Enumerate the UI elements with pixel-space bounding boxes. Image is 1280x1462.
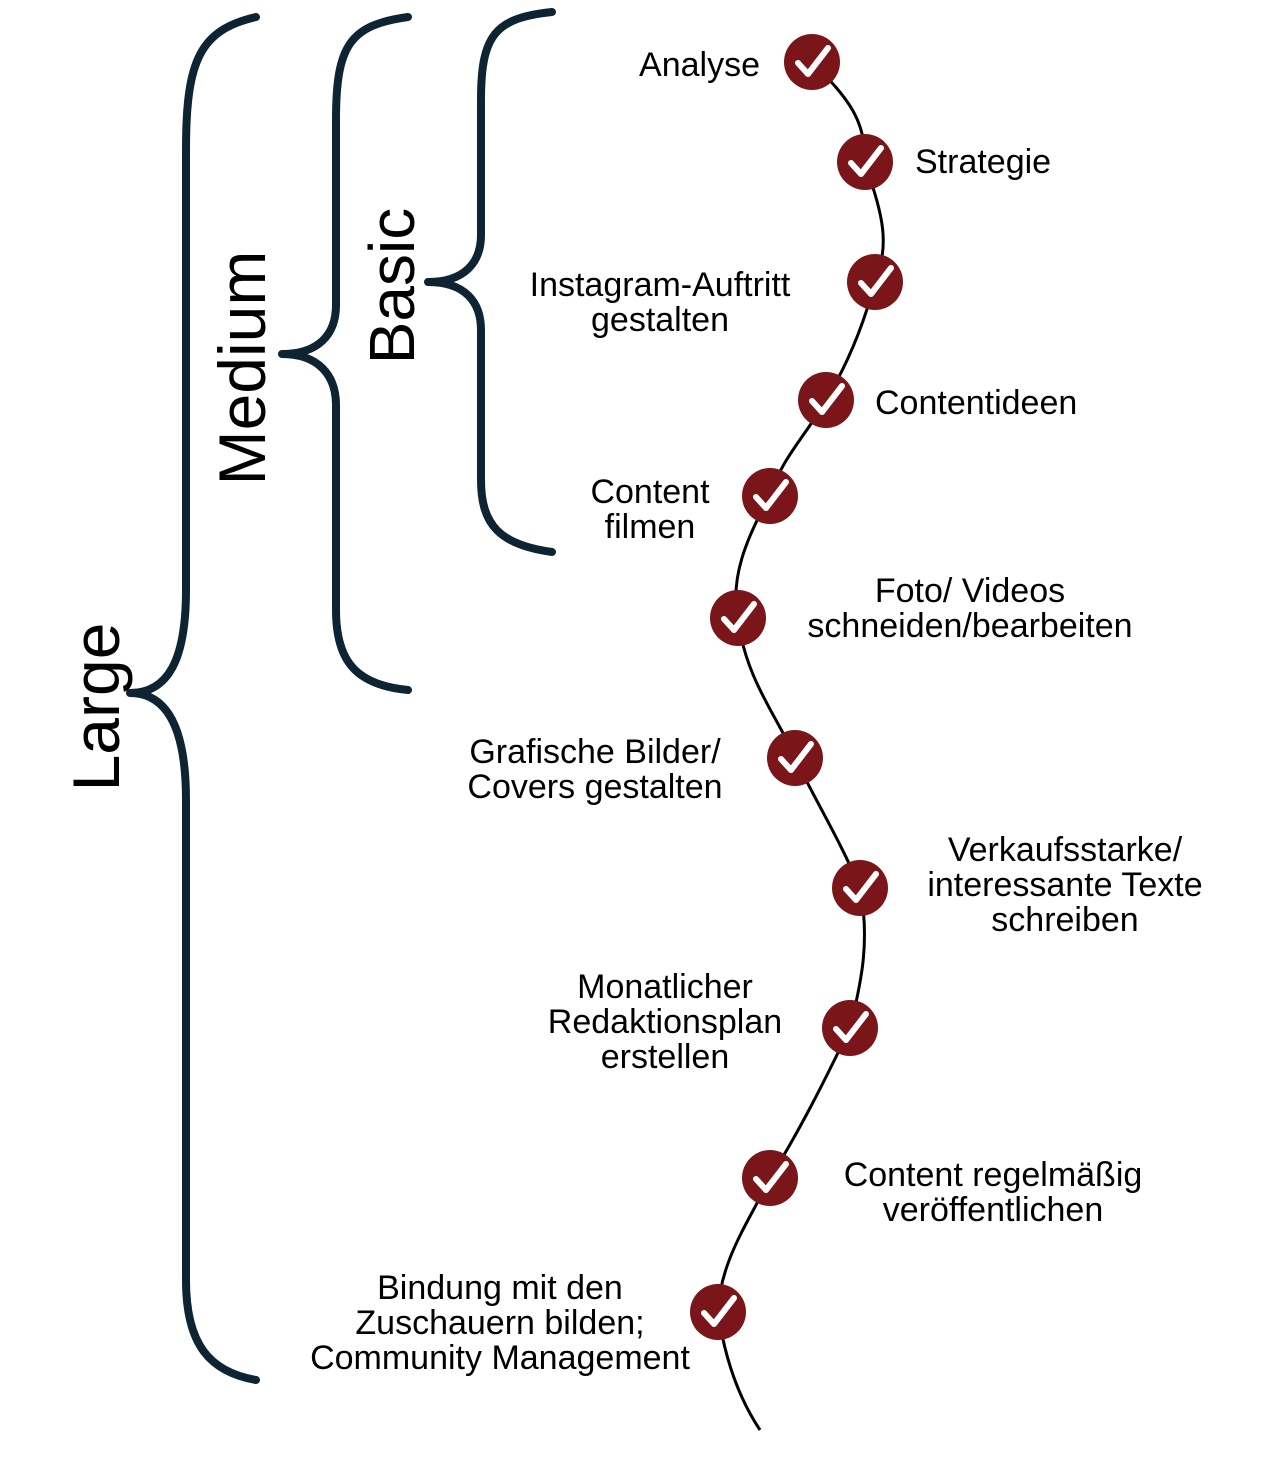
- checkmark-icon: [753, 479, 789, 511]
- step-label-line: Strategie: [915, 143, 1051, 181]
- checkpoint-circle: [767, 730, 823, 786]
- checkpoint-redaktionsplan: [822, 1000, 878, 1056]
- step-label-line: veröffentlichen: [883, 1191, 1104, 1229]
- checkpoint-circle: [847, 254, 903, 310]
- checkmark-icon: [795, 45, 831, 77]
- step-label-line: Analyse: [639, 46, 760, 84]
- checkpoint-circle: [710, 590, 766, 646]
- checkpoint-schneiden: [710, 590, 766, 646]
- step-label-line: erstellen: [601, 1038, 730, 1076]
- step-label-line: Contentideen: [875, 384, 1077, 422]
- checkpoint-analyse: [784, 34, 840, 90]
- tier-label-basic: Basic: [356, 208, 428, 365]
- checkpoint-community: [690, 1284, 746, 1340]
- tier-label-large: Large: [59, 623, 133, 792]
- checkpoint-veroeffentlichen: [742, 1150, 798, 1206]
- checkpoint-circle: [742, 1150, 798, 1206]
- step-label-line: Foto/ Videos: [875, 572, 1065, 610]
- checkmark-icon: [848, 145, 884, 177]
- step-label-contentideen: Contentideen: [875, 384, 1077, 422]
- step-label-line: Content: [590, 473, 710, 511]
- checkmark-icon: [833, 1011, 869, 1043]
- step-label-line: Monatlicher: [577, 968, 753, 1006]
- checkpoint-filmen: [742, 468, 798, 524]
- step-label-line: Grafische Bilder/: [469, 733, 721, 771]
- step-label-line: gestalten: [591, 301, 729, 339]
- step-label-line: Redaktionsplan: [548, 1003, 782, 1041]
- checkmark-icon: [753, 1161, 789, 1193]
- checkmark-icon: [701, 1295, 737, 1327]
- step-label-line: Zuschauern bilden;: [355, 1304, 644, 1342]
- checkpoint-contentideen: [798, 372, 854, 428]
- step-label-line: Covers gestalten: [467, 768, 722, 806]
- tier-label-medium: Medium: [205, 251, 279, 486]
- checkmark-icon: [721, 601, 757, 633]
- step-label-strategie: Strategie: [915, 143, 1051, 181]
- checkmark-icon: [778, 741, 814, 773]
- checkpoint-texte: [832, 860, 888, 916]
- checkmark-icon: [809, 383, 845, 415]
- step-label-analyse: Analyse: [639, 46, 760, 84]
- checkpoint-circle: [832, 860, 888, 916]
- checkpoints: [690, 34, 903, 1340]
- step-label-line: schneiden/bearbeiten: [807, 607, 1132, 645]
- checkpoint-strategie: [837, 134, 893, 190]
- checkpoint-circle: [742, 468, 798, 524]
- checkpoint-circle: [798, 372, 854, 428]
- large-brace: [126, 13, 260, 1384]
- step-label-grafik: Grafische Bilder/Covers gestalten: [467, 733, 722, 806]
- step-label-line: Content regelmäßig: [844, 1156, 1143, 1194]
- checkpoint-circle: [822, 1000, 878, 1056]
- step-label-line: schreiben: [991, 901, 1138, 939]
- step-label-line: Community Management: [310, 1339, 690, 1377]
- checkmark-icon: [843, 871, 879, 903]
- step-label-line: interessante Texte: [927, 866, 1202, 904]
- checkpoint-circle: [690, 1284, 746, 1340]
- medium-brace: [278, 13, 412, 694]
- step-label-line: filmen: [605, 508, 696, 546]
- step-label-line: Verkaufsstarke/: [948, 831, 1183, 869]
- checkmark-icon: [858, 265, 894, 297]
- step-label-line: Instagram-Auftritt: [530, 266, 791, 304]
- checkpoint-circle: [837, 134, 893, 190]
- checkpoint-grafik: [767, 730, 823, 786]
- step-label-line: Bindung mit den: [377, 1269, 623, 1307]
- checkpoint-instagram: [847, 254, 903, 310]
- basic-brace: [424, 8, 556, 556]
- checkpoint-circle: [784, 34, 840, 90]
